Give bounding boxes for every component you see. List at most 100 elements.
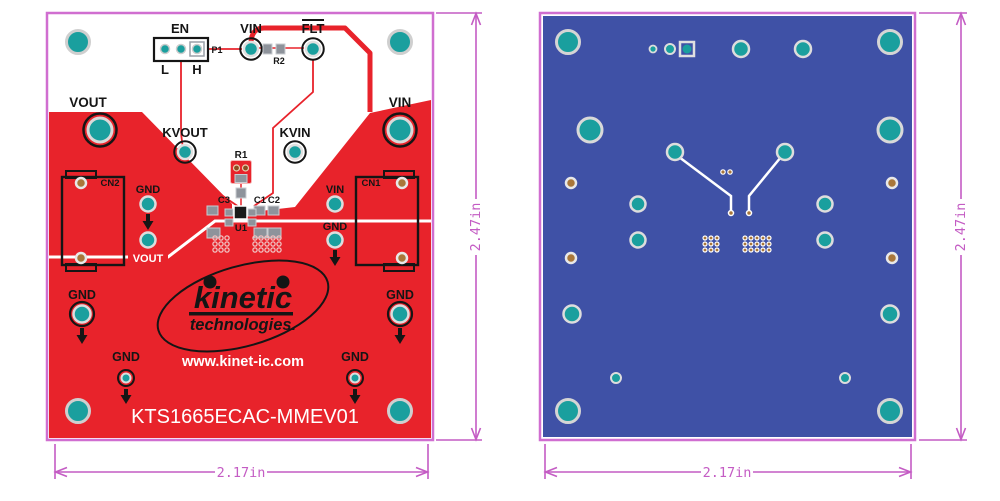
- mounting-hole: [877, 398, 903, 424]
- p1-pin-h: [191, 43, 203, 55]
- arrowhead: [543, 466, 558, 478]
- kvin-back-trace: [747, 156, 782, 210]
- logo-wordmark: kinetic: [194, 280, 292, 315]
- via: [720, 169, 726, 175]
- vin-pad-mid: [326, 195, 344, 213]
- arrowhead: [53, 466, 68, 478]
- board-part-number: KTS1665ECAC-MMEV01: [131, 406, 359, 428]
- r2-pad: [262, 43, 273, 55]
- bottom-width-dim: 2.17in: [703, 465, 752, 481]
- gnd-corner-pads: GND GND GND GND: [68, 288, 414, 404]
- resistor-r1: R1: [230, 150, 252, 199]
- gnd-pad: [326, 231, 344, 249]
- r1-pad: [234, 174, 248, 183]
- connector-cn2: CN2: [60, 170, 126, 272]
- cn1-pin: [395, 176, 409, 190]
- dim-label-bg: [215, 462, 267, 479]
- arrowhead: [898, 466, 913, 478]
- vout-pad: [86, 116, 114, 144]
- c1-pad: [253, 227, 268, 239]
- kvin-label: KVIN: [279, 125, 310, 140]
- r1-via: [241, 164, 250, 172]
- r2-label: R2: [273, 56, 285, 66]
- p1-label: P1: [211, 45, 222, 55]
- bottom-cn-pins: [564, 176, 899, 265]
- u1-body: [233, 205, 248, 220]
- bottom-board-outline: [538, 11, 917, 442]
- bottom-mounting-holes: [555, 29, 903, 424]
- kvin-back-pad: [775, 142, 795, 162]
- u1-pad: [247, 208, 257, 217]
- via: [727, 169, 733, 175]
- gnd-pad: [120, 372, 132, 384]
- gnd-arrow: [349, 389, 361, 404]
- gnd-mid-right-label: GND: [323, 221, 348, 233]
- gnd-arrow: [76, 328, 88, 344]
- top-copper-pour: [49, 100, 431, 438]
- kvout-back-trace: [678, 156, 733, 210]
- u1-pad: [224, 218, 234, 227]
- flt-tp-ring: [301, 37, 325, 61]
- arrowhead: [470, 427, 482, 442]
- u1-label: U1: [235, 223, 248, 234]
- pad-vin-right: VIN: [382, 95, 418, 148]
- flt-label: FLT: [302, 21, 325, 36]
- dimension-annotations-top-view: 2.17in 2.47in: [53, 11, 484, 481]
- testpoint-kvout: KVOUT: [162, 125, 208, 164]
- gnd-br-label: GND: [386, 288, 414, 302]
- dim-label-bg: [952, 199, 969, 255]
- arrowhead: [415, 466, 430, 478]
- kvout-pad: [176, 143, 194, 161]
- c1-label: C1: [254, 195, 267, 206]
- cn2-back-pin: [564, 251, 578, 265]
- u1-pad: [224, 208, 234, 217]
- gnd-pad-ring: [68, 300, 96, 328]
- c3-pad: [206, 205, 219, 216]
- cn2-label: CN2: [100, 178, 119, 189]
- vin-silk-label: VIN: [326, 184, 344, 196]
- vout-pad-ring: [82, 112, 118, 148]
- c2-pad: [267, 205, 280, 216]
- logo-tagline: technologies.: [190, 316, 296, 334]
- dim-label-bg: [467, 199, 484, 255]
- gnd-pad-ring: [117, 369, 135, 387]
- gnd-back-pad-small: [839, 372, 851, 384]
- gnd-pad: [72, 304, 92, 324]
- vin-tp-pad: [242, 40, 260, 58]
- gnd-pad: [139, 231, 157, 249]
- vout-silk-label: VOUT: [133, 253, 164, 265]
- pcb-bottom-view: [538, 11, 917, 442]
- gnd-pad: [390, 304, 410, 324]
- kvout-back-pad: [665, 142, 685, 162]
- mounting-hole: [555, 29, 581, 55]
- gnd-pad: [349, 372, 361, 384]
- cn2-pin: [74, 176, 88, 190]
- vin-tp-back-pad: [731, 39, 751, 59]
- resistor-r2: R2: [262, 43, 286, 66]
- bottom-board-substrate: [543, 16, 912, 437]
- gnd-arrow: [329, 250, 341, 266]
- gnd-arrow: [142, 214, 154, 230]
- r1-label: R1: [235, 150, 248, 161]
- cn1-label: CN1: [361, 178, 381, 189]
- vout-boundary-trace: [49, 219, 431, 259]
- mounting-hole: [387, 29, 413, 55]
- flt-trace: [253, 60, 314, 207]
- logo-underline: [189, 312, 293, 316]
- via: [727, 209, 735, 217]
- vout-silk-backing: [128, 251, 168, 264]
- connector-p1: EN L H P1: [152, 21, 223, 77]
- p1-back-pad: [682, 44, 692, 54]
- gnd-back-pad: [816, 231, 834, 249]
- testpoint-kvin: KVIN: [279, 125, 311, 164]
- dim-label-bg: [701, 462, 753, 479]
- website-url: www.kinet-ic.com: [181, 354, 304, 370]
- kvin-pad: [286, 143, 304, 161]
- h-label: H: [192, 62, 201, 77]
- cn1-tab: [383, 263, 415, 272]
- cn1-back-pin: [885, 176, 899, 190]
- mounting-hole: [65, 398, 91, 424]
- via-cluster-right: [742, 235, 772, 253]
- pad-vout: VOUT: [69, 95, 118, 148]
